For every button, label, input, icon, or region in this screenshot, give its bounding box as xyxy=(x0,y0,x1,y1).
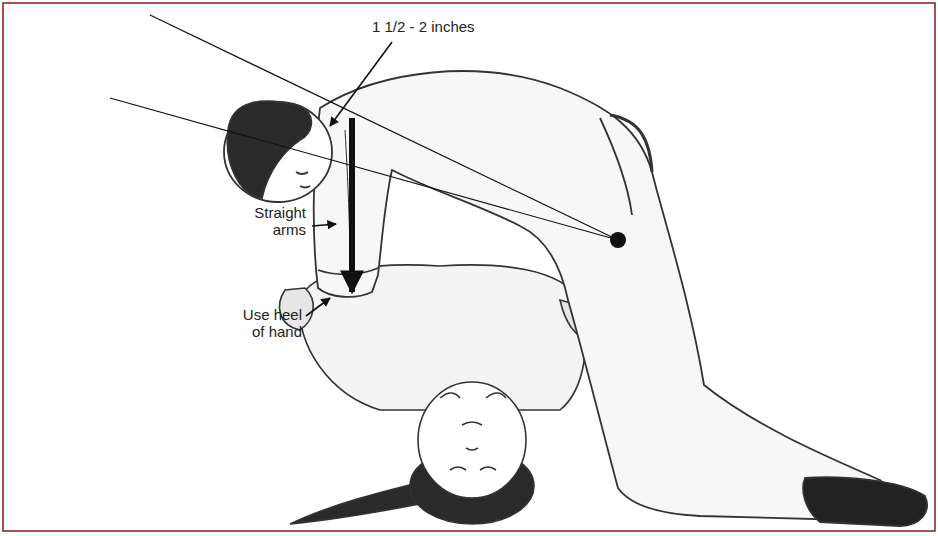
alignment-line xyxy=(110,98,618,240)
victim-figure xyxy=(280,265,594,524)
compression-arrow xyxy=(349,118,355,292)
leader-line xyxy=(306,298,330,316)
hip-pivot-dot xyxy=(610,232,626,248)
dimension-label: 1 1/2 - 2 inches xyxy=(372,18,522,35)
callout-label: Use heel of hand xyxy=(232,306,302,340)
rescuer-figure xyxy=(224,71,927,526)
callout-label: Straight arms xyxy=(240,204,306,238)
alignment-line xyxy=(150,15,618,240)
leader-line xyxy=(312,224,336,226)
leader-line xyxy=(330,42,392,126)
frame xyxy=(3,3,935,531)
